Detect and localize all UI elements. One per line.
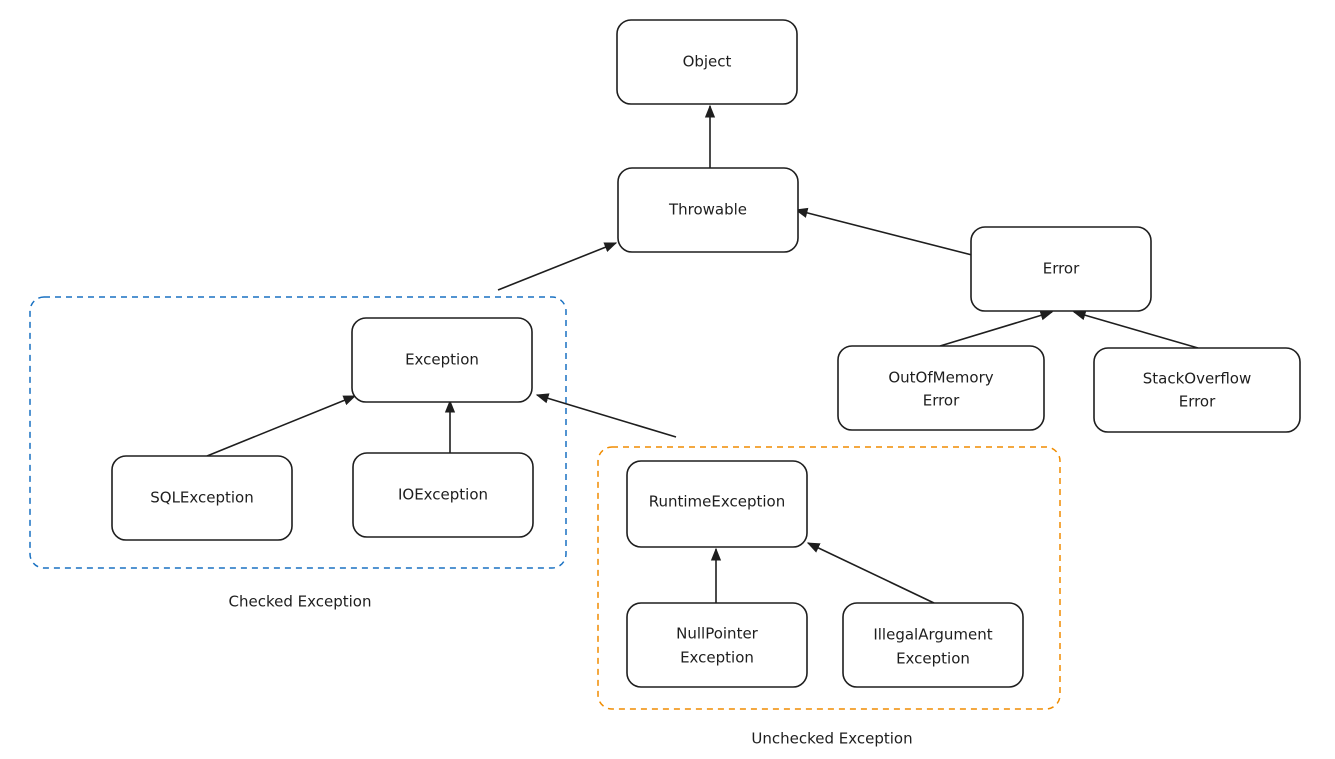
- illegalargument-label-line1: IllegalArgument: [873, 626, 992, 644]
- nullpointer-label-line1: NullPointer: [676, 625, 759, 643]
- stackoverflow-label-line2: Error: [1179, 393, 1216, 411]
- nullpointer-box: [626, 602, 808, 688]
- node-error: Error: [970, 226, 1152, 312]
- runtimeexception-label: RuntimeException: [649, 493, 785, 511]
- checked-group-border: [29, 296, 567, 569]
- edge-sqlexception-exception: [206, 395, 357, 457]
- outofmemory-label-line1: OutOfMemory: [888, 369, 993, 387]
- node-runtimeexception: RuntimeException: [626, 460, 808, 548]
- object-label: Object: [683, 53, 732, 71]
- node-object: Object: [616, 19, 798, 105]
- outofmemory-box: [837, 345, 1045, 431]
- illegalargument-box: [842, 602, 1024, 688]
- runtimeexception-box: [626, 460, 808, 548]
- stackoverflow-label-line1: StackOverflow: [1143, 370, 1252, 388]
- object-box: [616, 19, 798, 105]
- unchecked-group-label: Unchecked Exception: [751, 730, 912, 748]
- node-stackoverflow-error: StackOverflow Error: [1093, 347, 1301, 433]
- edge-outofmemory-error: [939, 310, 1054, 347]
- node-sqlexception: SQLException: [111, 455, 293, 541]
- sqlexception-box: [111, 455, 293, 541]
- node-outofmemory-error: OutOfMemory Error: [837, 345, 1045, 431]
- edge-illegalargument-runtimeexception: [806, 542, 935, 604]
- checked-group-label: Checked Exception: [229, 593, 372, 611]
- exception-label: Exception: [405, 351, 479, 369]
- node-ioexception: IOException: [352, 452, 534, 538]
- exception-box: [351, 317, 533, 403]
- nullpointer-label-line2: Exception: [680, 649, 754, 667]
- edge-error-throwable: [794, 207, 973, 256]
- illegalargument-label-line2: Exception: [896, 650, 970, 668]
- node-illegalargument-exception: IllegalArgument Exception: [842, 602, 1024, 688]
- edges: [206, 104, 1199, 604]
- unchecked-group-border: [597, 446, 1061, 710]
- unchecked-exception-group: Unchecked Exception: [597, 446, 1061, 748]
- ioexception-label: IOException: [398, 486, 488, 504]
- sqlexception-label: SQLException: [150, 489, 254, 507]
- node-nullpointer-exception: NullPointer Exception: [626, 602, 808, 688]
- throwable-label: Throwable: [668, 201, 747, 219]
- node-exception: Exception: [351, 317, 533, 403]
- edge-runtimeexception-exception: [535, 393, 677, 438]
- error-box: [970, 226, 1152, 312]
- outofmemory-label-line2: Error: [923, 392, 960, 410]
- checked-exception-group: Checked Exception: [29, 296, 567, 611]
- edge-stackoverflow-error: [1072, 310, 1199, 349]
- throwable-box: [617, 167, 799, 253]
- node-throwable: Throwable: [617, 167, 799, 253]
- error-label: Error: [1043, 260, 1080, 278]
- ioexception-box: [352, 452, 534, 538]
- stackoverflow-box: [1093, 347, 1301, 433]
- edge-exception-throwable: [497, 242, 618, 291]
